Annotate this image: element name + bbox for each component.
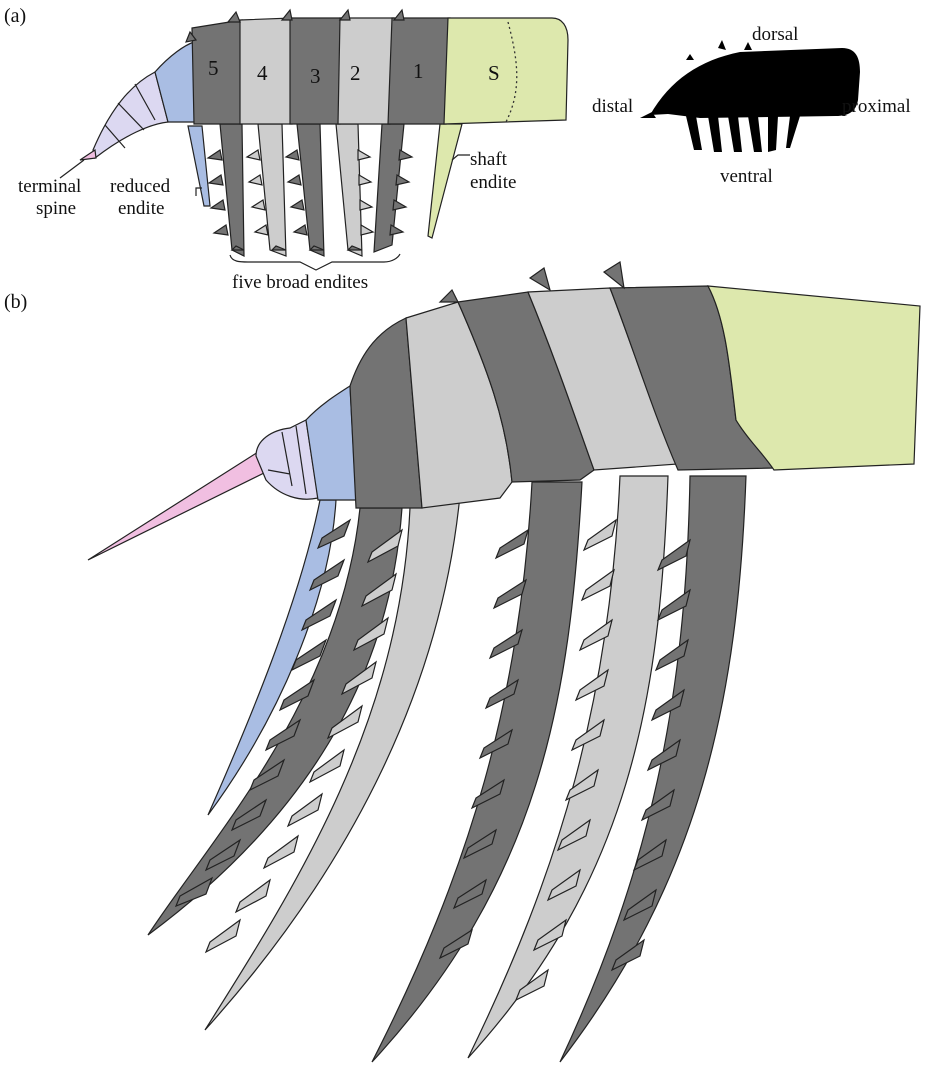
- shaft-segment-label: S: [488, 61, 500, 85]
- shaft-endite-label-line1: shaft: [470, 149, 508, 170]
- terminal-spine-label-line2: spine: [36, 198, 76, 219]
- terminal-spine-a: [80, 150, 96, 160]
- panel-b-label: (b): [4, 291, 27, 313]
- proximal-label: proximal: [842, 96, 911, 117]
- broad-endite-3-b: [372, 482, 582, 1062]
- segment-2: [338, 18, 394, 124]
- segment-shaft: [444, 18, 568, 124]
- segment-3-label: 3: [310, 64, 321, 88]
- segment-4-label: 4: [257, 61, 268, 85]
- ventral-label: ventral: [720, 166, 773, 187]
- broad-endite-5-b: [148, 508, 402, 935]
- terminal-spine-b: [88, 452, 270, 560]
- shaft-endite-label-line2: endite: [470, 172, 516, 193]
- segment-2-label: 2: [350, 61, 361, 85]
- distal-label: distal: [592, 96, 633, 117]
- shaft-endite: [428, 124, 462, 238]
- reduced-endite: [188, 126, 210, 206]
- panel-a-diagram: 5 4 3 2 1 S terminal spine reduced endit…: [18, 10, 568, 293]
- reduced-endite-label-line2: endite: [118, 198, 164, 219]
- broad-endite-4: [258, 124, 286, 256]
- panel-b-diagram: [88, 262, 920, 1062]
- segment-5-label: 5: [208, 56, 219, 80]
- segment-lavender: [93, 72, 168, 158]
- broad-endite-2: [336, 124, 362, 256]
- five-broad-endites-label: five broad endites: [232, 272, 368, 293]
- reduced-endite-label-line1: reduced: [110, 176, 171, 197]
- segment-1-label: 1: [413, 59, 424, 83]
- broad-endite-3: [297, 124, 324, 256]
- terminal-spine-label-line1: terminal: [18, 176, 81, 197]
- dorsal-label: dorsal: [752, 24, 798, 45]
- broad-endite-5: [220, 124, 244, 256]
- panel-a-label: (a): [4, 5, 26, 27]
- orientation-silhouette: dorsal ventral distal proximal: [592, 24, 911, 187]
